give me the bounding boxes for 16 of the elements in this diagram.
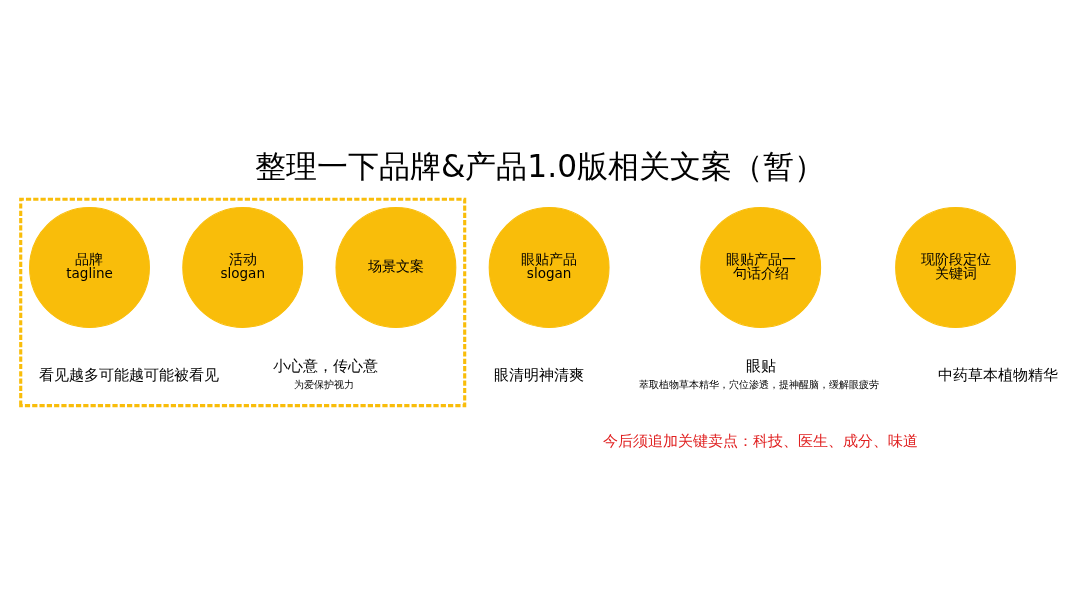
node-circle: 现阶段定位关键词 bbox=[895, 206, 1017, 328]
node-label: 为爱保护视力 bbox=[294, 377, 355, 390]
diagram-title: 整理一下品牌&产品1.0版相关文案（暂） bbox=[254, 147, 826, 184]
node-label: 眼贴 bbox=[746, 356, 777, 374]
node-label: 中药草本植物精华 bbox=[937, 365, 1058, 383]
node-label: 萃取植物草本精华，穴位渗透，提神醒脑，缓解眼疲劳 bbox=[638, 377, 879, 390]
label: 今后须追加关键卖点：科技、医生、成分、味道 bbox=[603, 431, 919, 449]
node-circle: 场景文案 bbox=[335, 206, 457, 328]
node-circle: 眼贴产品 slogan bbox=[488, 206, 610, 328]
node-label: 眼清明神清爽 bbox=[493, 365, 584, 383]
node-circle: 活动 slogan bbox=[182, 206, 304, 328]
node-circle: 品牌 tagline bbox=[29, 206, 150, 328]
node-label: 看见越多可能越可能被看见 bbox=[39, 365, 220, 383]
node-circle: 眼贴产品一句话介绍 bbox=[700, 206, 822, 328]
node-label: 小心意，传心意 bbox=[272, 356, 378, 374]
cluster bbox=[19, 197, 467, 407]
